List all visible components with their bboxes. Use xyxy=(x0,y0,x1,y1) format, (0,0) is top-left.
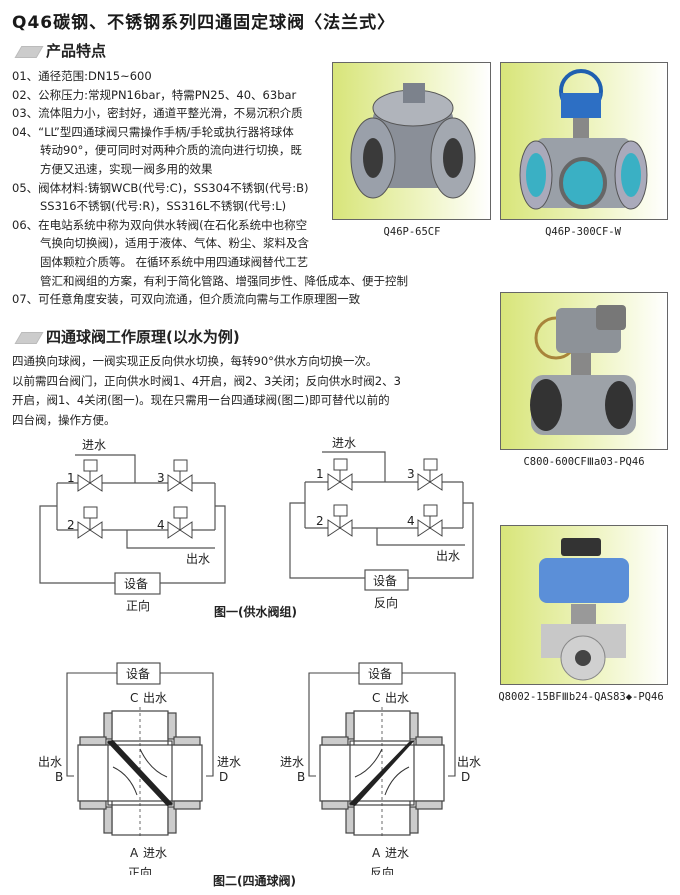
port-c-label: C xyxy=(372,691,380,705)
valve-number: 3 xyxy=(157,471,165,485)
ball-disc xyxy=(349,740,415,806)
forward-label: 正向 xyxy=(126,598,150,613)
principle-line: 四通换向球阀，一阀实现正反向供水切换，每转90°供水方向切换一次。 xyxy=(12,354,378,368)
inlet-label: 进水 xyxy=(385,846,409,860)
feature-line: 03、流体阻力小，密封好，通道平整光滑，不易沉积介质 xyxy=(12,106,303,121)
feature-line: SS316不锈钢(代号:R)，SS316L不锈钢(代号:L) xyxy=(40,199,287,214)
figure1-caption: 图一(供水阀组) xyxy=(214,605,297,619)
feature-line: 气换向切换阀)，适用于液体、气体、粉尘、浆料及含 xyxy=(40,236,309,251)
port-d-label: D xyxy=(219,770,228,784)
equipment-label: 设备 xyxy=(126,667,150,681)
forward-label: 正向 xyxy=(128,865,152,875)
feature-line: 06、在电站系统中称为双向供水转阀(在石化系统中也称空 xyxy=(12,217,308,232)
figure1-valve-group-diagram: 进水 1 2 3 4 出水 设备 正向 进水 1 2 3 4 出水 设备 反向 xyxy=(39,436,474,613)
valve-number: 1 xyxy=(316,467,324,481)
feature-line: 转动90°，便可同时对两种介质的流向进行切换，既 xyxy=(40,143,302,158)
product-caption: Q46P-300CF-W xyxy=(545,226,621,238)
section-marker-icon xyxy=(14,46,44,58)
outlet-label: 出水 xyxy=(186,552,210,566)
principle-heading: 四通球阀工作原理(以水为例) xyxy=(46,328,240,346)
inlet-label: 进水 xyxy=(217,755,241,769)
equipment-label: 设备 xyxy=(124,577,148,591)
feature-line: 固体颗粒介质等。 在循环系统中用四通球阀替代工艺 xyxy=(40,254,309,269)
port-d-label: D xyxy=(461,770,470,784)
inlet-label: 进水 xyxy=(82,438,106,452)
ball-disc xyxy=(107,740,173,806)
valve-image xyxy=(519,69,648,210)
product-photo-q46p-300cf-w xyxy=(500,62,668,220)
product-caption: C800-600CFⅢa03-PQ46 xyxy=(523,456,645,468)
port-b-label: B xyxy=(55,770,63,784)
figure2-caption: 图二(四通球阀) xyxy=(213,874,296,888)
valve-number: 3 xyxy=(407,467,415,481)
product-caption: Q46P-65CF xyxy=(383,226,441,238)
port-c-label: C xyxy=(130,691,138,705)
valve-number: 4 xyxy=(407,514,415,528)
reverse-label: 反向 xyxy=(374,595,398,610)
product-caption: Q8002-15BFⅢb24-QAS83◆-PQ46 xyxy=(498,691,664,703)
feature-line: 管汇和阀组的方案，有利于简化管路、增强同步性、降低成本、便于控制 xyxy=(40,273,408,288)
port-b-label: B xyxy=(297,770,305,784)
valve-number: 1 xyxy=(67,471,75,485)
feature-line: 04、“LL”型四通球阀只需操作手柄/手轮或执行器将球体 xyxy=(12,124,294,139)
principle-line: 四台阀，操作方便。 xyxy=(12,412,116,427)
outlet-label: 出水 xyxy=(457,755,481,769)
valve-number: 2 xyxy=(316,514,324,528)
principle-text: 四通换向球阀，一阀实现正反向供水切换，每转90°供水方向切换一次。 以前需四台阀… xyxy=(12,352,401,430)
valve-number: 4 xyxy=(157,518,165,532)
outlet-label: 出水 xyxy=(38,755,62,769)
principle-line: 以前需四台阀门，正向供水时阀1、4开启，阀2、3关闭；反向供水时阀2、3 xyxy=(12,373,401,388)
outlet-label: 出水 xyxy=(436,549,460,563)
outlet-label: 出水 xyxy=(143,691,167,705)
features-heading: 产品特点 xyxy=(46,42,107,60)
valve-image xyxy=(530,305,636,435)
equipment-label: 设备 xyxy=(368,667,392,681)
equipment-label: 设备 xyxy=(373,574,397,588)
page-title: Q46碳钢、不锈钢系列四通固定球阀〈法兰式〉 xyxy=(12,13,396,33)
valve-number: 2 xyxy=(67,518,75,532)
inlet-label: 进水 xyxy=(280,755,304,769)
feature-line: 07、可任意角度安装，可双向流通，但介质流向需与工作原理图一致 xyxy=(12,292,361,307)
principle-line: 开启，阀1、4关闭(图一)。现在只需用一台四通球阀(图二)即可替代以前的 xyxy=(12,393,390,407)
feature-line: 01、通径范围:DN15~600 xyxy=(12,69,152,83)
reverse-label: 反向 xyxy=(370,865,394,875)
figure2-four-way-ball-valve-diagram: 设备 C 出水 出水 B 进水 D A 进水 正向 设备 C 出水 进水 B 出… xyxy=(38,662,481,875)
inlet-label: 进水 xyxy=(143,846,167,860)
product-photo-q8002 xyxy=(500,525,668,685)
product-photo-q46p-65cf xyxy=(332,62,491,220)
feature-line: 05、阀体材料:铸钢WCB(代号:C)，SS304不锈钢(代号:B) xyxy=(12,180,309,195)
valve-image xyxy=(539,538,629,681)
features-list: 01、通径范围:DN15~600 02、公称压力:常规PN16bar，特需PN2… xyxy=(12,67,408,309)
feature-line: 02、公称压力:常规PN16bar，特需PN25、40、63bar xyxy=(12,87,297,102)
product-photo-c800 xyxy=(500,292,668,450)
feature-line: 方便又迅速，实现一阀多用的效果 xyxy=(40,161,213,176)
port-a-label: A xyxy=(372,846,381,860)
port-a-label: A xyxy=(130,846,139,860)
outlet-label: 出水 xyxy=(385,691,409,705)
section-marker-icon xyxy=(14,332,44,344)
inlet-label: 进水 xyxy=(332,436,356,450)
valve-image xyxy=(350,83,476,199)
